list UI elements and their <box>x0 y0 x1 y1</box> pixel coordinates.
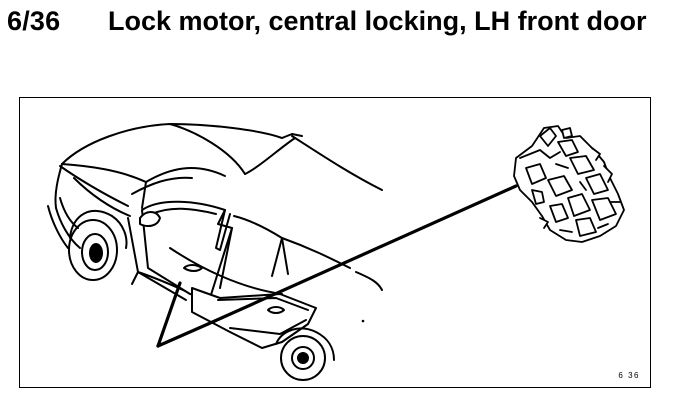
section-title: Lock motor, central locking, LH front do… <box>108 6 647 36</box>
figure-reference: 6 36 <box>618 371 640 380</box>
section-number: 6/36 <box>7 6 61 36</box>
reference-dot <box>361 319 365 323</box>
figure-illustration <box>47 121 625 381</box>
leader-line-icon <box>156 184 518 348</box>
lock-motor-drawing-icon <box>513 125 625 243</box>
figure-frame: 6 36 <box>19 97 651 388</box>
car-drawing-icon <box>47 121 383 381</box>
